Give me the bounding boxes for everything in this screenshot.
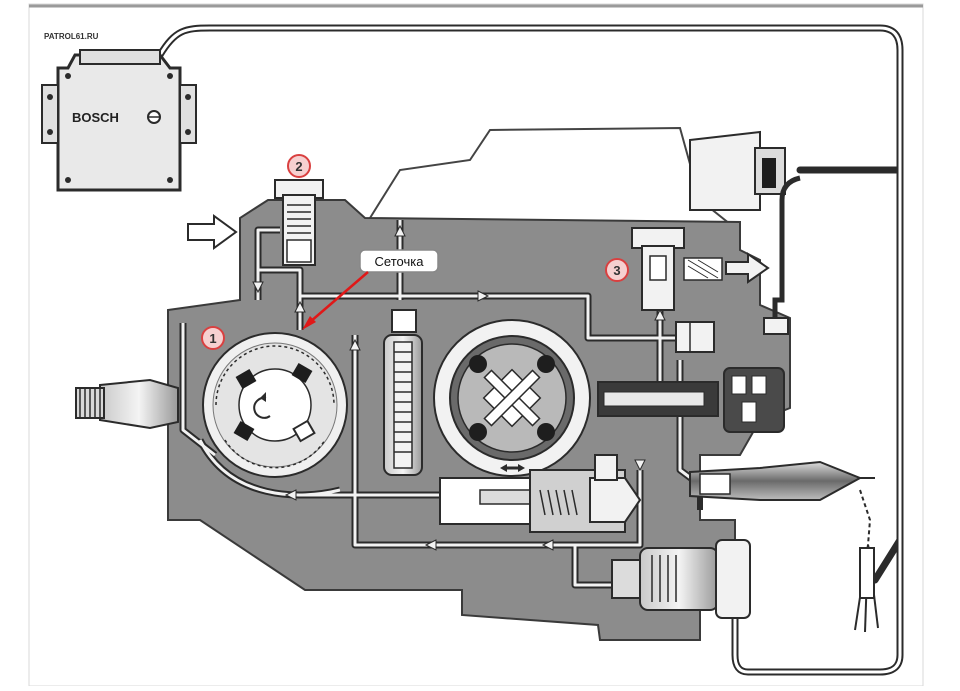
timing-control-piston xyxy=(383,309,423,476)
injector-nozzle xyxy=(689,460,879,633)
ecu-brand-label: BOSCH xyxy=(72,110,119,125)
stop-solenoid xyxy=(689,130,786,211)
marker-3: 3 xyxy=(605,258,629,282)
callout-arrow xyxy=(309,271,369,323)
marker-1-label: 1 xyxy=(209,331,216,346)
callout-label: Сеточка xyxy=(375,254,425,269)
cable-connector xyxy=(763,317,789,335)
timing-device xyxy=(439,454,642,533)
distributor-head xyxy=(597,367,785,433)
ecu-cable-highlight xyxy=(158,26,902,674)
flow-arrows xyxy=(252,224,666,551)
high-pressure-solenoid-valve xyxy=(631,227,723,311)
marker-2: 2 xyxy=(287,154,311,178)
marker-1: 1 xyxy=(201,326,225,350)
marker-3-label: 3 xyxy=(613,263,620,278)
sensor-cable xyxy=(772,175,801,320)
shutoff-actuator xyxy=(611,539,751,619)
callout-strainer: Сеточка xyxy=(302,249,439,330)
check-valve xyxy=(675,321,715,353)
watermark-text: PATROL61.RU xyxy=(44,32,99,41)
inlet-flow-arrow-icon xyxy=(187,214,238,250)
return-flow-arrow-icon xyxy=(725,252,770,284)
ecu-control-unit: BOSCH xyxy=(41,49,197,192)
drive-shaft xyxy=(75,378,179,430)
radial-piston-cam-ring xyxy=(433,319,591,477)
pressure-regulating-valve xyxy=(274,179,324,266)
vane-feed-pump xyxy=(202,332,348,478)
marker-2-label: 2 xyxy=(295,159,302,174)
